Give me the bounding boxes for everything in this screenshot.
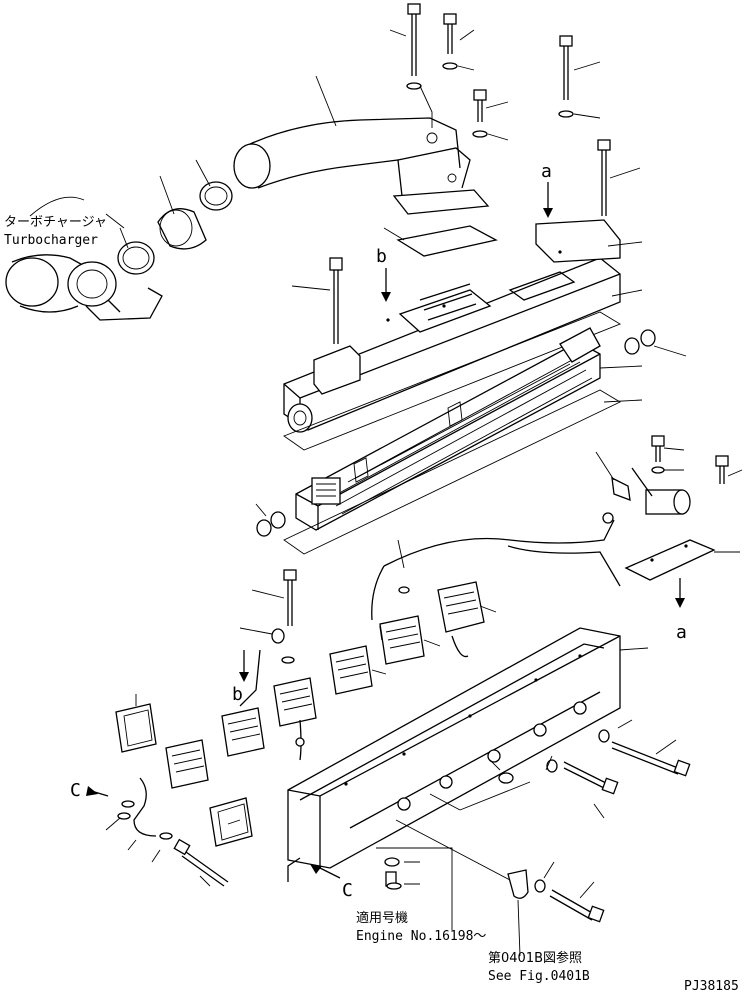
bolts-top bbox=[406, 3, 488, 138]
bolt-housing-left bbox=[329, 257, 343, 344]
ref-c-left: C bbox=[70, 780, 81, 801]
seal-rings bbox=[117, 181, 233, 275]
drawing-number: PJ38185 bbox=[684, 979, 739, 994]
heater-module-4 bbox=[273, 677, 317, 727]
gasket-lower bbox=[283, 389, 621, 555]
module-gasket-left-b bbox=[209, 797, 253, 847]
inlet-elbow-pipe bbox=[233, 117, 490, 215]
heater-module-1 bbox=[437, 581, 485, 633]
serial-specific-parts bbox=[376, 847, 453, 930]
o-ring-left-a bbox=[256, 519, 272, 537]
serial-label-jp: 適用号機 bbox=[356, 910, 408, 926]
bolt-bottom-left bbox=[173, 838, 229, 887]
turbocharger-label-en: Turbocharger bbox=[4, 233, 98, 248]
aftercooler-upper-housing bbox=[283, 219, 621, 433]
serial-label-en: Engine No.16198～ bbox=[356, 929, 486, 944]
turbocharger bbox=[5, 254, 163, 321]
ref-b-upper: b bbox=[376, 246, 387, 267]
wiring-harness bbox=[383, 519, 621, 587]
heater-module-5 bbox=[221, 707, 265, 757]
o-ring-left-b bbox=[270, 511, 286, 529]
module-gasket-left-a bbox=[115, 703, 157, 753]
see-fig-label-en: See Fig.0401B bbox=[488, 969, 590, 984]
ref-b-lower: b bbox=[232, 684, 243, 705]
sensor-bracket bbox=[611, 435, 729, 581]
aftercooler-core bbox=[295, 327, 601, 531]
heater-module-2 bbox=[379, 615, 425, 665]
bolts-right-upper bbox=[558, 35, 611, 216]
module-bolt bbox=[283, 569, 297, 626]
ref-c-lower: C bbox=[342, 880, 353, 901]
ref-a-upper: a bbox=[541, 161, 552, 182]
connector-sleeve bbox=[157, 208, 207, 250]
o-ring-right-b bbox=[640, 329, 656, 347]
sensor-lead-left bbox=[133, 777, 157, 837]
harness-clamp bbox=[507, 869, 529, 899]
see-fig-label-jp: 第0401B図参照 bbox=[488, 950, 582, 966]
bolts-lower-right bbox=[498, 729, 691, 923]
inlet-gasket bbox=[396, 225, 498, 257]
heater-module-6 bbox=[165, 739, 209, 789]
ref-a-lower: a bbox=[676, 622, 687, 643]
heater-module-3 bbox=[329, 645, 373, 695]
aftercooler-lower-case bbox=[287, 627, 621, 882]
o-ring-right-a bbox=[624, 337, 640, 355]
turbocharger-label-jp: ターボチャージャ bbox=[4, 215, 107, 230]
gasket-upper bbox=[283, 311, 622, 451]
